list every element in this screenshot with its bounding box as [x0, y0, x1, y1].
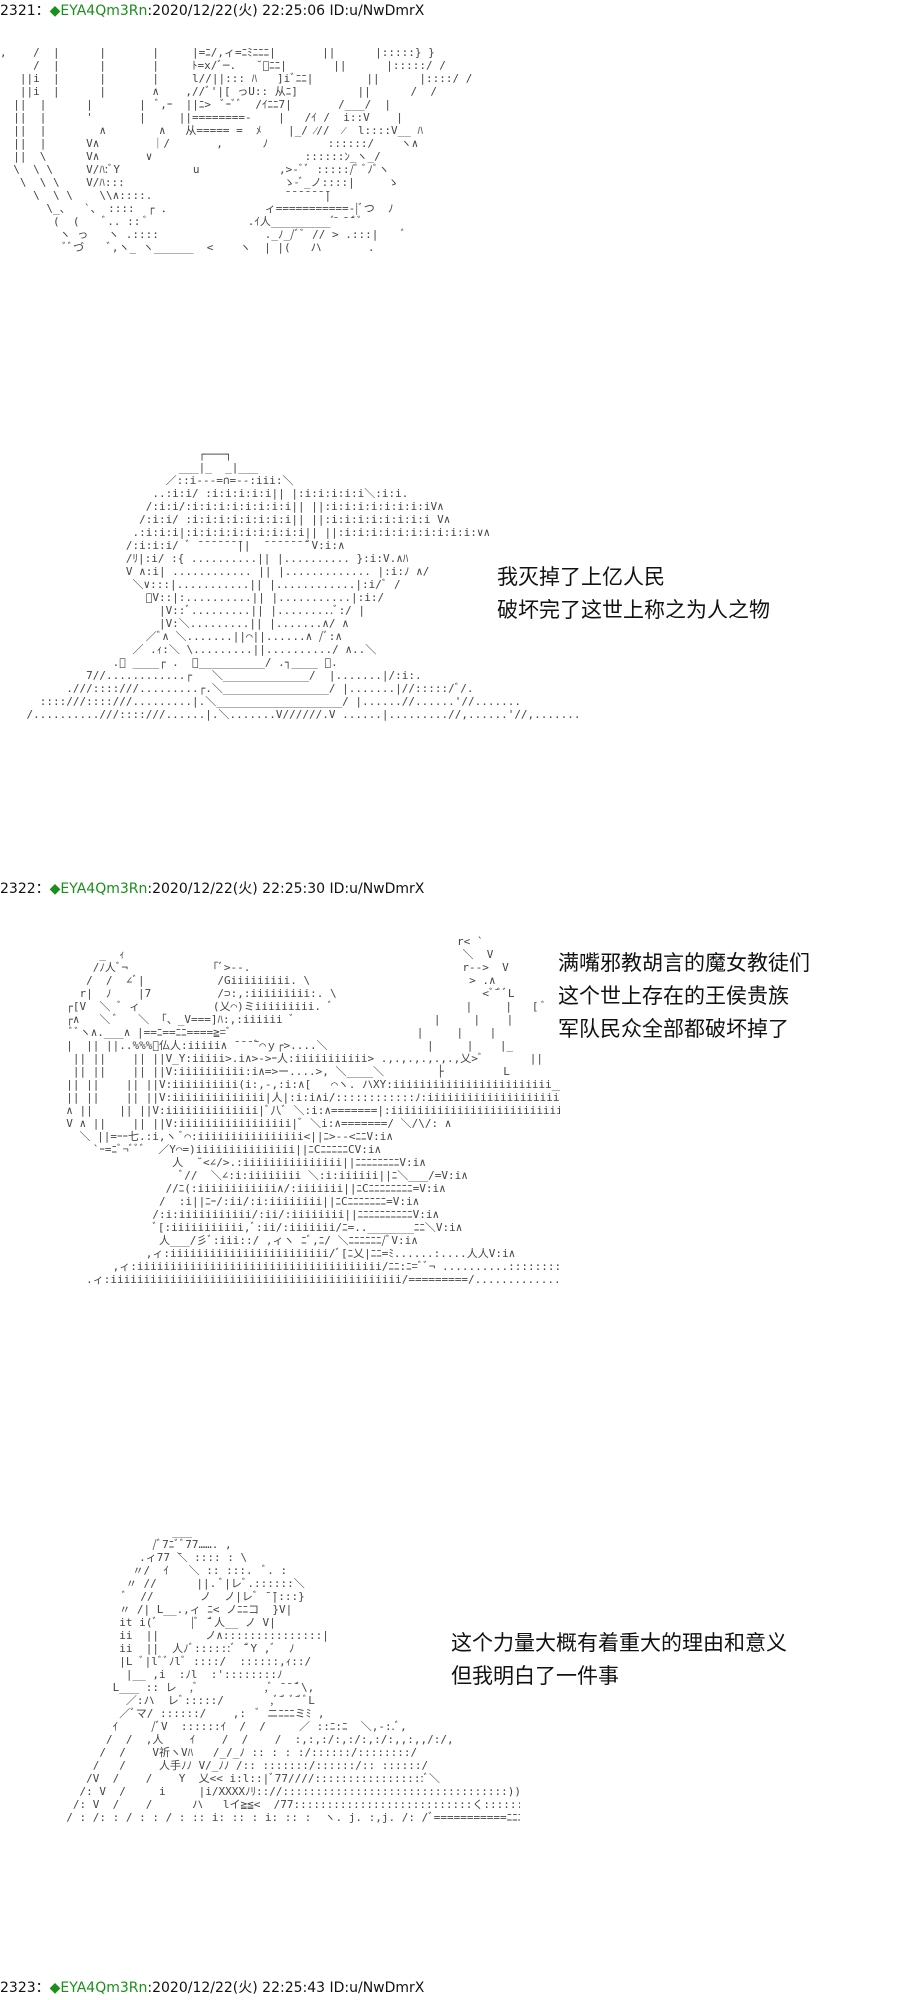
post-separator: ： [35, 1980, 50, 1996]
post-header: 2323：◆EYA4Qm3Rn:2020/12/22(火) 22:25:43 I… [0, 1977, 424, 1999]
caption: 这个力量大概有着重大的理由和意义 但我明白了一件事 [451, 1627, 787, 1693]
caption-line: 满嘴邪教胡言的魔女教徒们 [558, 951, 810, 975]
post-datetime: :2020/12/22(火) 22:25:30 ID:u/NwDmrX [147, 881, 425, 897]
caption: 满嘴邪教胡言的魔女教徒们 这个世上存在的王侯贵族 军队民众全部都破坏掉了 [558, 947, 810, 1046]
caption-line: 但我明白了一件事 [451, 1664, 619, 1688]
post-number[interactable]: 2322 [0, 881, 36, 897]
post-header: 2321：◆EYA4Qm3Rn:2020/12/22(火) 22:25:06 I… [0, 0, 424, 22]
post-number[interactable]: 2323 [0, 1980, 36, 1996]
caption-line: 军队民众全部都破坏掉了 [558, 1017, 789, 1041]
caption-line: 这个力量大概有着重大的理由和意义 [451, 1631, 787, 1655]
post-datetime: :2020/12/22(火) 22:25:43 ID:u/NwDmrX [147, 1980, 425, 1996]
post-separator: ： [35, 3, 50, 19]
ascii-art-block: ┌───┐ ___|_ _|___ ／::i---=∩=--:iii:＼ ..:… [26, 448, 580, 721]
ascii-art-block: r< ` _ ｨ ＼ V /ﾉ人ﾞ¬ 「ﾞ>--. r--> V / / ∠ﾞ|… [66, 935, 560, 1286]
post-datetime: :2020/12/22(火) 22:25:06 ID:u/NwDmrX [147, 3, 425, 19]
caption-line: 我灭掉了上亿人民 [497, 565, 665, 589]
poster-name: ◆EYA4Qm3Rn [49, 1980, 148, 1996]
caption-line: 这个世上存在的王侯贵族 [558, 984, 789, 1008]
ascii-art-block: , / | | | |=ﾆ/,ィ=ﾆﾐﾆﾆﾆ| || |:::::} } / |… [0, 46, 473, 254]
caption: 我灭掉了上亿人民 破坏完了这世上称之为人之物 [497, 561, 770, 627]
post-number[interactable]: 2321 [0, 3, 36, 19]
post-separator: ： [35, 881, 50, 897]
post-header: 2322：◆EYA4Qm3Rn:2020/12/22(火) 22:25:30 I… [0, 878, 424, 900]
poster-name: ◆EYA4Qm3Rn [49, 881, 148, 897]
caption-line: 破坏完了这世上称之为人之物 [497, 598, 770, 622]
ascii-art-block: ___ /ﾞ7ﾆﾞﾞ77……. , .ィ77 ̄＼ :::: : \ 〃/ ｲ … [66, 1525, 520, 1824]
poster-name: ◆EYA4Qm3Rn [49, 3, 148, 19]
